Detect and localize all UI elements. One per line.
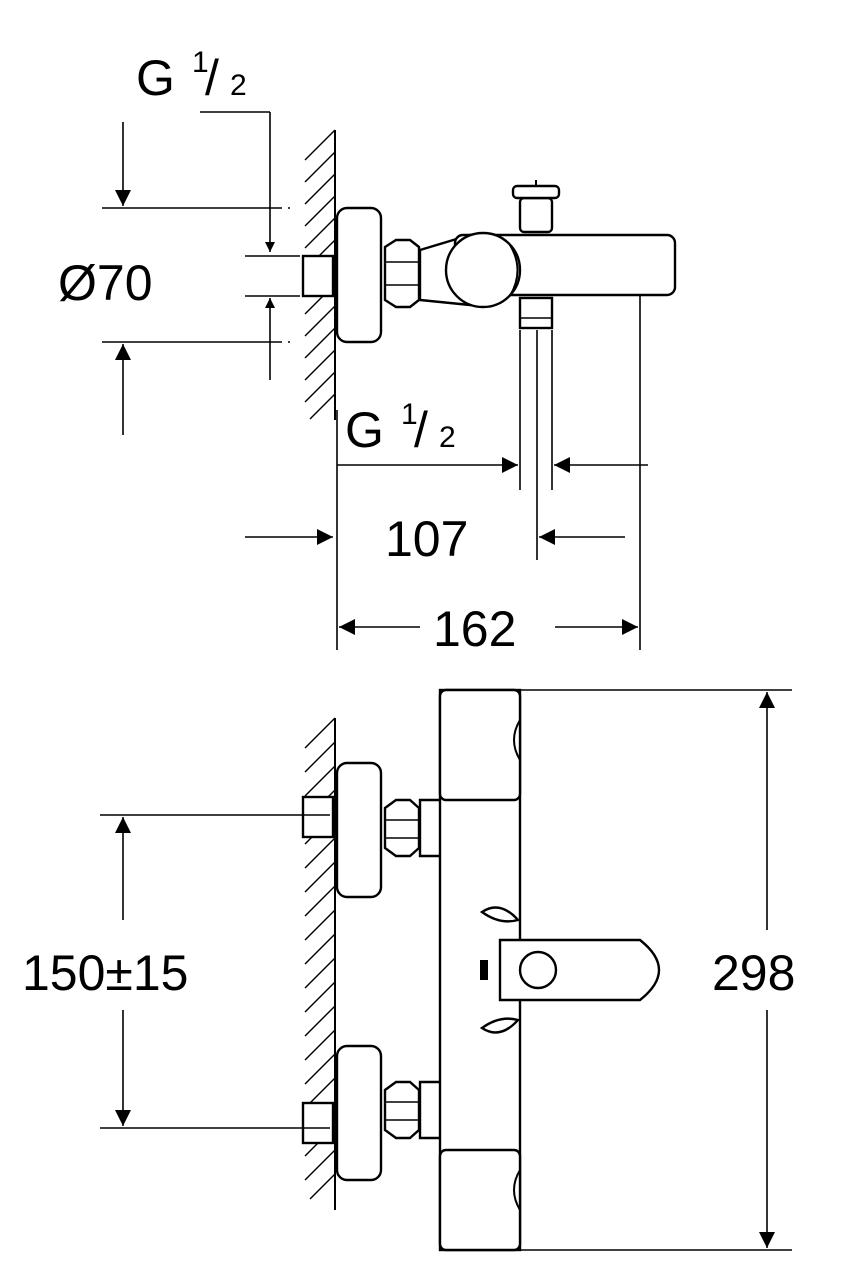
inlet-spacing-label: 150±15 [22,945,188,1001]
depth-dim-total: 162 [339,601,638,657]
diameter-label: Ø70 [58,255,153,311]
thread-label-top-slash: / [205,50,219,106]
temperature-mark [480,960,488,980]
valve-disc [444,231,522,309]
thread-label-top-g: G [136,50,175,106]
depth-outlet-label: 107 [385,511,468,567]
thread-label-outlet-den: 2 [439,421,456,454]
thread-dim-outlet: G 1 / 2 [337,398,648,473]
outlet-nozzle [518,296,554,330]
thread-label-top-num: 1 [192,46,209,79]
inlet-stub-top [301,254,335,298]
inlet-stub-upper [301,795,335,839]
rosette-top [335,206,383,344]
depth-total-label: 162 [433,601,516,657]
top-handle [438,688,522,802]
bottom-handle [438,1148,522,1252]
diverter-front [518,950,558,990]
inlet-stub-lower [301,1101,335,1145]
diverter-knob [518,196,554,234]
rosette-upper [335,761,383,899]
thread-label-top-den: 2 [230,69,247,102]
hex-nut-top [383,238,421,309]
depth-dim-outlet: 107 [245,410,625,650]
front-view: 150±15 298 [22,688,795,1252]
wall-hatch-top [304,129,336,420]
thread-label-outlet-g: G [345,402,384,458]
hex-nut-lower [383,1080,421,1140]
thread-dim-top: G 1 / 2 [136,46,300,380]
inlet-spacing-dim: 150±15 [22,814,330,1129]
side-view: G 1 / 2 Ø70 G 1 / 2 [58,46,677,657]
height-dim: 298 [520,689,795,1251]
thread-label-outlet-num: 1 [401,398,418,431]
leaf-upper [479,906,521,923]
height-total-label: 298 [712,945,795,1001]
thread-label-outlet-slash: / [414,402,428,458]
leaf-lower [479,1017,521,1034]
diameter-dim: Ø70 [58,122,290,435]
hex-nut-upper [383,798,421,858]
rosette-lower [335,1044,383,1182]
